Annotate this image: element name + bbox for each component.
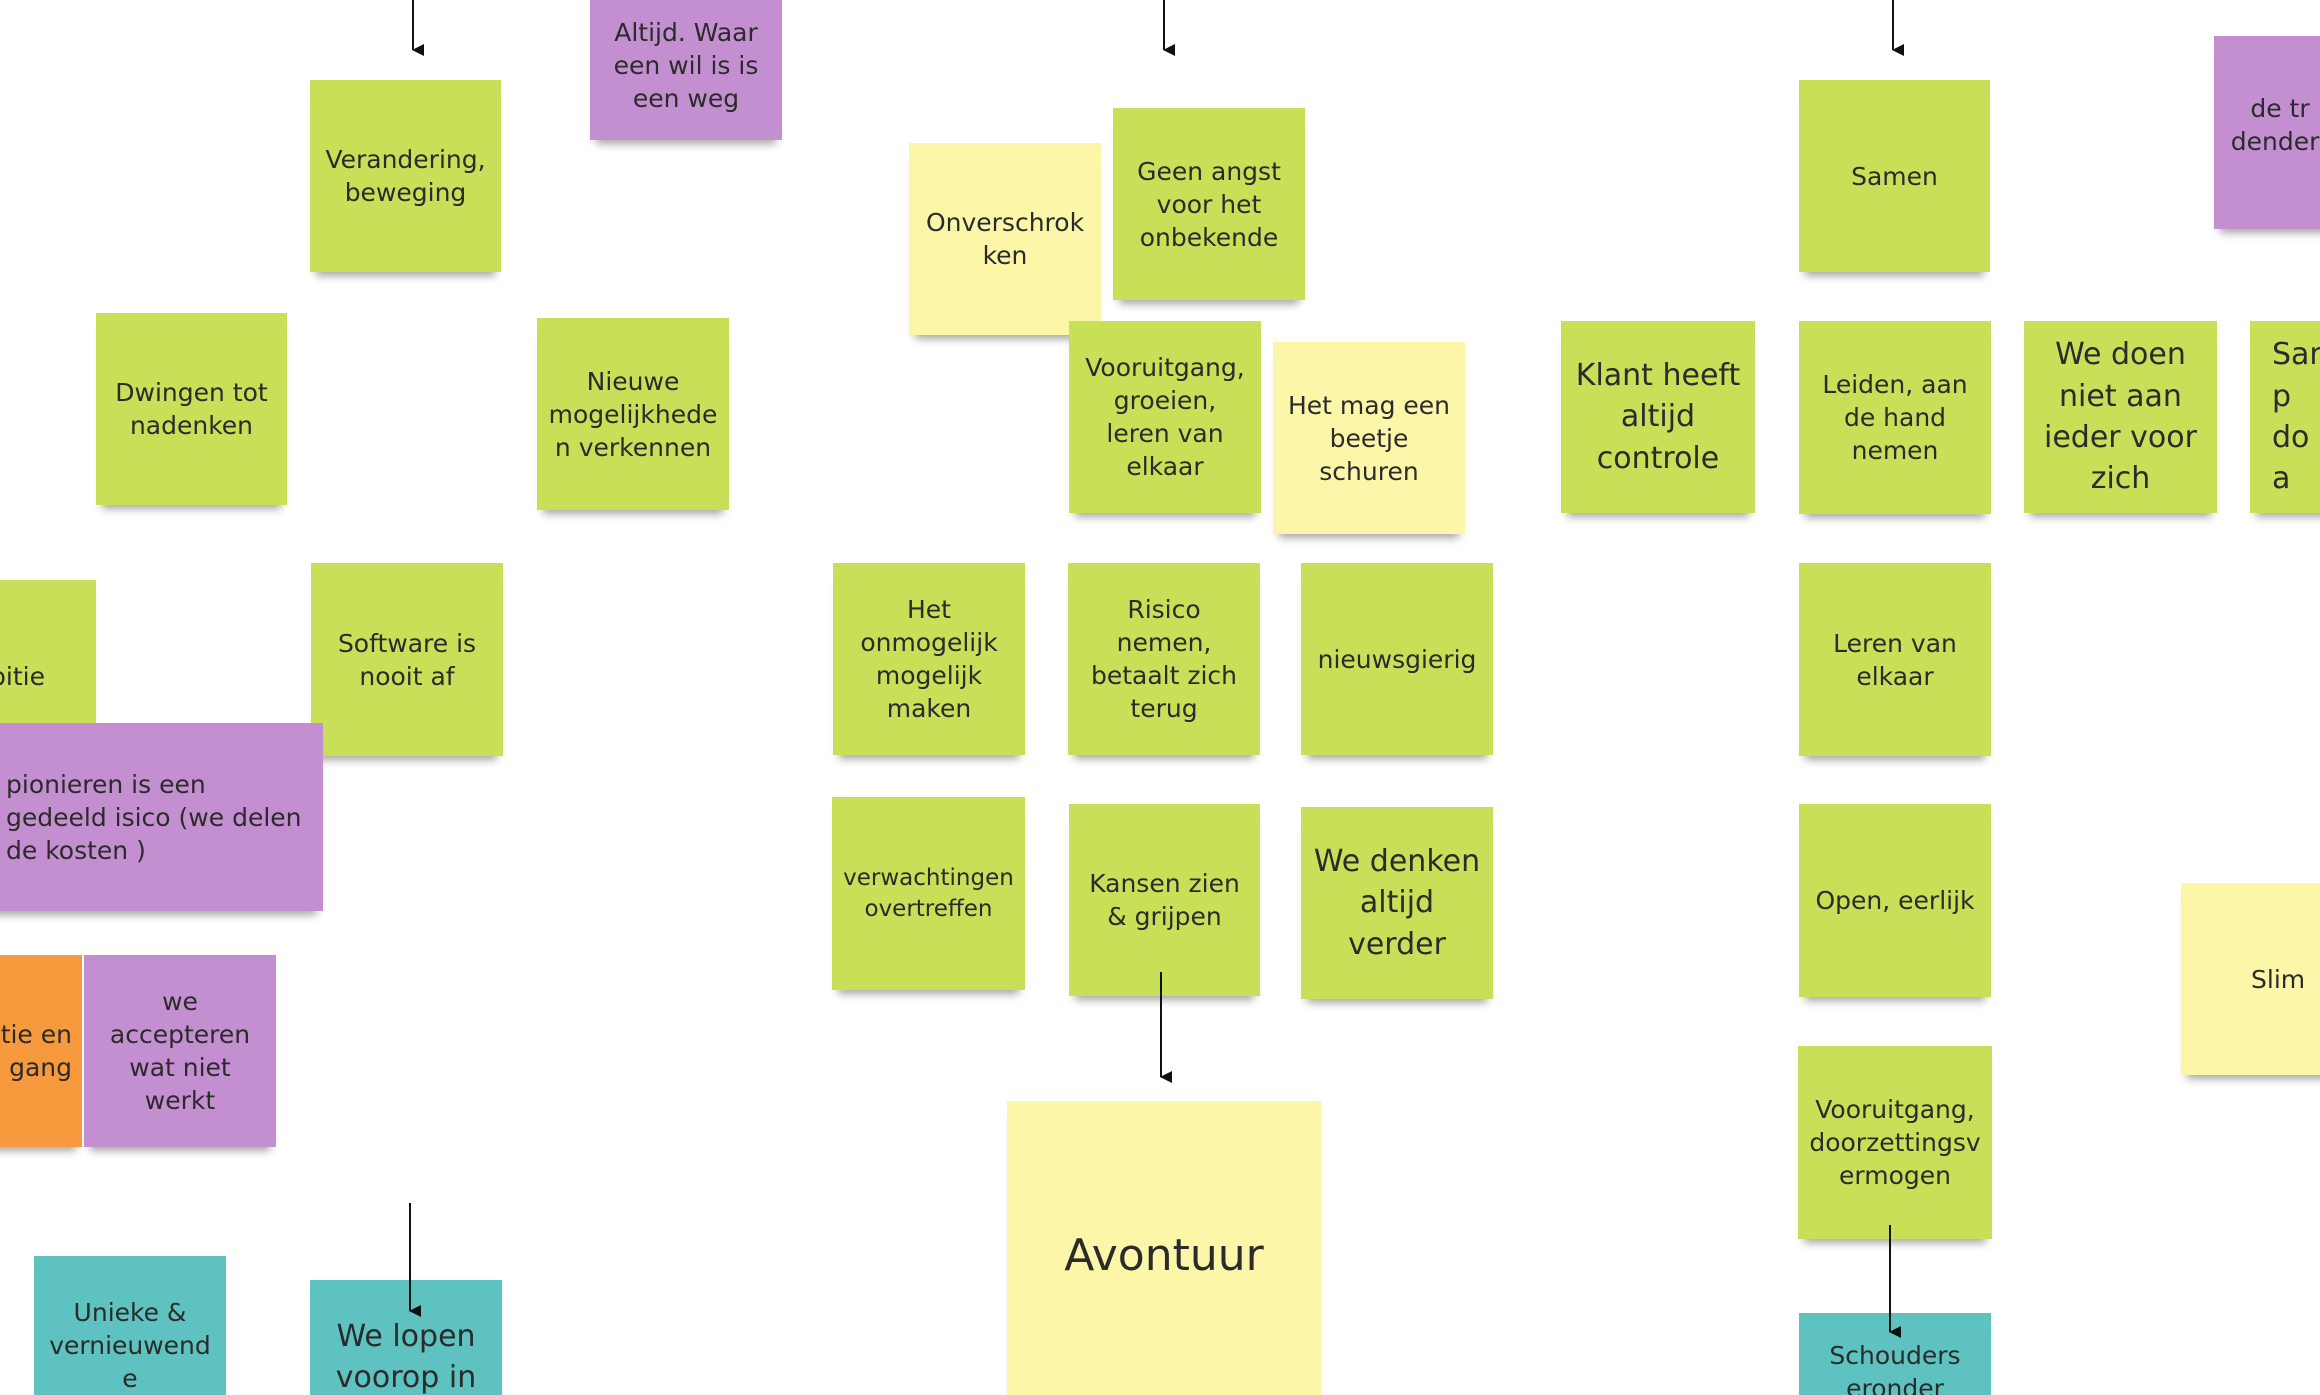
sticky-note-open-eerlijk[interactable]: Open, eerlijk — [1799, 804, 1991, 997]
sticky-note-risico[interactable]: Risico nemen, betaalt zich terug — [1068, 563, 1260, 755]
sticky-note-samen[interactable]: Samen — [1799, 80, 1990, 272]
sticky-note-we-lopen[interactable]: We lopen voorop in — [310, 1280, 502, 1395]
sticky-note-nieuwe-mogelijkheden[interactable]: Nieuwe mogelijkhede n verkennen — [537, 318, 729, 510]
sticky-note-klant[interactable]: Klant heeft altijd controle — [1561, 321, 1755, 513]
sticky-note-orange-partial[interactable]: tie en gang — [0, 955, 82, 1147]
sticky-note-verwachtingen[interactable]: verwachtingen overtreffen — [832, 797, 1025, 990]
sticky-note-slim[interactable]: Slim — [2181, 883, 2320, 1075]
sticky-note-software[interactable]: Software is nooit af — [311, 563, 503, 756]
sticky-note-onmogelijk[interactable]: Het onmogelijk mogelijk maken — [833, 563, 1025, 755]
sticky-note-niet-ieder[interactable]: We doen niet aan ieder voor zich — [2024, 321, 2217, 513]
sticky-note-kansen[interactable]: Kansen zien & grijpen — [1069, 804, 1260, 996]
sticky-note-pionieren[interactable]: pionieren is een gedeeld isico (we delen… — [0, 723, 323, 911]
sticky-note-de-tr-partial[interactable]: de tr dendert — [2214, 36, 2320, 229]
sticky-note-onverschrokken[interactable]: Onverschrok ken — [909, 143, 1101, 335]
sticky-note-geen-angst[interactable]: Geen angst voor het onbekende — [1113, 108, 1305, 300]
sticky-note-accepteren[interactable]: we accepteren wat niet werkt — [84, 955, 276, 1147]
sticky-note-denken-verder[interactable]: We denken altijd verder — [1301, 807, 1493, 999]
sticky-note-dwingen[interactable]: Dwingen tot nadenken — [96, 313, 287, 505]
sticky-note-leren-elkaar[interactable]: Leren van elkaar — [1799, 563, 1991, 756]
sticky-note-san-partial[interactable]: San p do a — [2250, 321, 2320, 513]
sticky-note-leiden[interactable]: Leiden, aan de hand nemen — [1799, 321, 1991, 514]
sticky-note-vooruitgang-doorzetting[interactable]: Vooruitgang, doorzettingsv ermogen — [1798, 1046, 1992, 1239]
sticky-note-verandering[interactable]: Verandering, beweging — [310, 80, 501, 272]
sticky-note-avontuur[interactable]: Avontuur — [1007, 1101, 1321, 1395]
sticky-note-nieuwsgierig[interactable]: nieuwsgierig — [1301, 563, 1493, 755]
sticky-note-schouders[interactable]: Schouders eronder — [1799, 1313, 1991, 1395]
sticky-note-unieke[interactable]: Unieke & vernieuwend e oplossingen — [34, 1256, 226, 1395]
sticky-note-altijd-waar[interactable]: Altijd. Waar een wil is is een weg — [590, 0, 782, 140]
sticky-note-vooruitgang-groeien[interactable]: Vooruitgang, groeien, leren van elkaar — [1069, 321, 1261, 513]
sticky-note-mag-schuren[interactable]: Het mag een beetje schuren — [1273, 342, 1465, 534]
